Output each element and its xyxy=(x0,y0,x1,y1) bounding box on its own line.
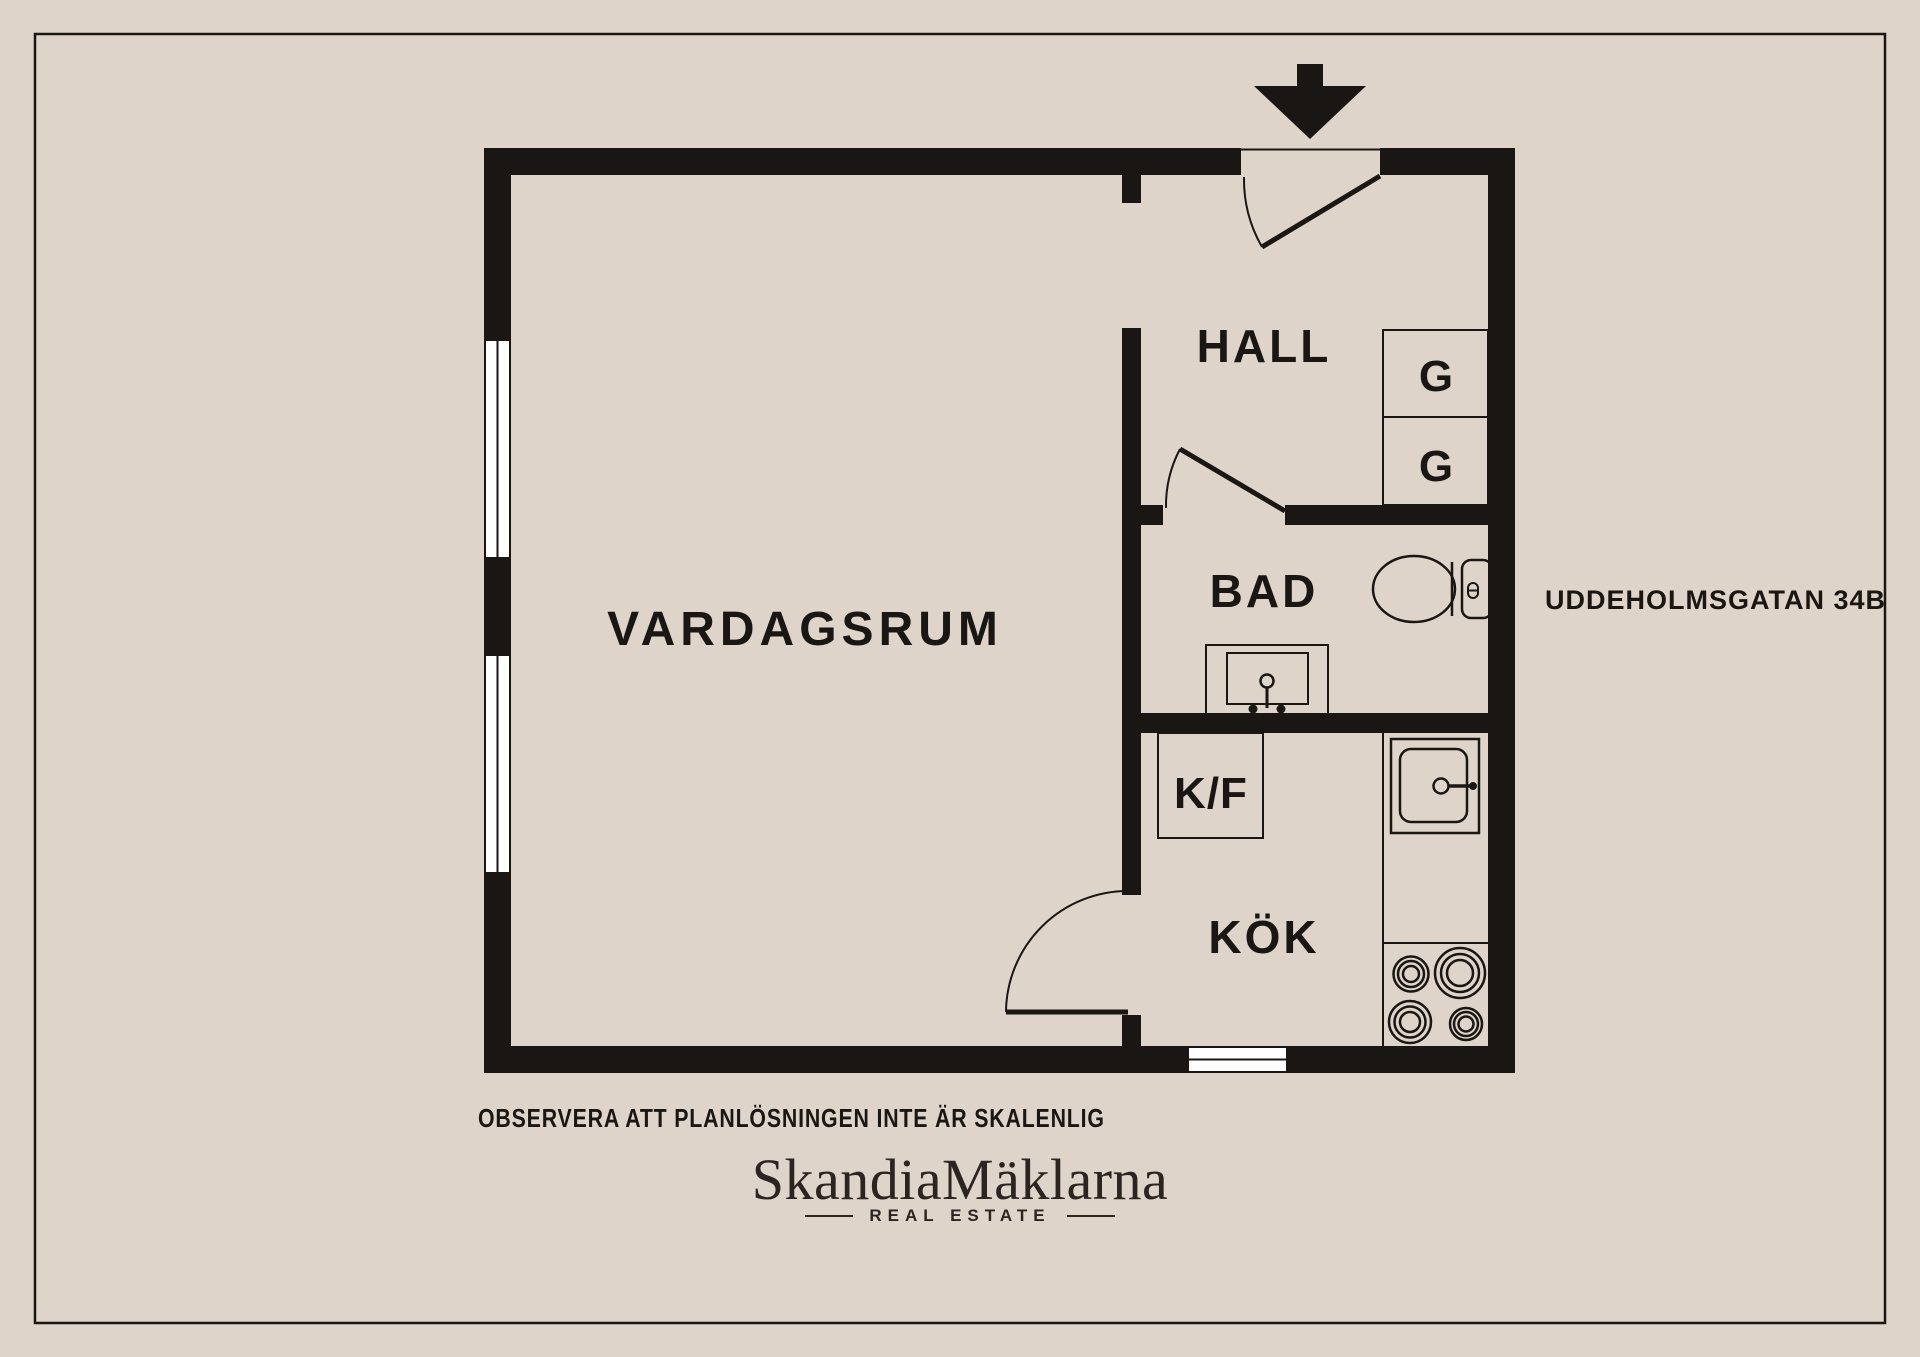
wall-mid-main xyxy=(1122,328,1141,895)
room-label-kf: K/F xyxy=(1174,769,1248,818)
room-label-wardrobe-2: G xyxy=(1419,442,1453,491)
wall-mid-stub-bottom xyxy=(1122,1015,1141,1047)
wall-bottom-left xyxy=(484,1046,1188,1073)
wall-left-lower xyxy=(484,873,511,1073)
room-label-wardrobe-1: G xyxy=(1419,352,1453,401)
room-label-bad: BAD xyxy=(1210,565,1319,617)
bathroom-door-icon xyxy=(1164,446,1287,514)
wall-hall-bad-right xyxy=(1285,505,1488,525)
street-address: UDDEHOLMSGATAN 34B xyxy=(1545,585,1887,615)
toilet-icon xyxy=(1371,554,1494,624)
cabinets xyxy=(1157,329,1489,1046)
exterior-walls xyxy=(484,148,1515,1073)
brand-logo: SkandiaMäklarna xyxy=(751,1147,1169,1212)
scale-disclaimer: OBSERVERA ATT PLANLÖSNINGEN INTE ÄR SKAL… xyxy=(478,1103,1105,1133)
wall-hall-bad-left xyxy=(1122,505,1163,525)
wall-left-middle xyxy=(484,558,511,655)
window-bottom-icon xyxy=(1187,1046,1288,1073)
wall-bad-kok xyxy=(1122,713,1488,733)
brand-tagline: REAL ESTATE xyxy=(869,1206,1051,1225)
brand-tagline-row: REAL ESTATE xyxy=(0,1206,1920,1226)
doors xyxy=(1005,148,1382,1015)
wall-left-upper xyxy=(484,148,511,340)
interior-walls xyxy=(1122,175,1488,1047)
room-label-hall: HALL xyxy=(1197,320,1332,372)
entrance-arrow-icon xyxy=(1254,64,1366,139)
window-left-1-icon xyxy=(484,339,511,559)
entrance-door-icon xyxy=(1241,148,1382,250)
wall-bottom-right xyxy=(1287,1046,1515,1073)
page-frame xyxy=(33,32,1887,1325)
windows xyxy=(484,339,1288,1073)
washbasin-icon xyxy=(1205,644,1329,716)
tagline-left-dash xyxy=(805,1215,854,1217)
fridge-freezer-box xyxy=(1157,732,1264,839)
wall-top-left xyxy=(484,148,1241,175)
stove-icon xyxy=(1387,946,1487,1045)
window-left-2-icon xyxy=(484,654,511,874)
wall-mid-stub-top xyxy=(1122,175,1141,203)
room-label-vardagsrum: VARDAGSRUM xyxy=(607,603,1003,656)
kitchen-door-icon xyxy=(1005,890,1129,1015)
kitchen-sink-icon xyxy=(1389,737,1481,835)
wardrobe-2-box xyxy=(1382,416,1489,506)
tagline-right-dash xyxy=(1066,1215,1115,1217)
room-label-kok: KÖK xyxy=(1208,911,1319,963)
